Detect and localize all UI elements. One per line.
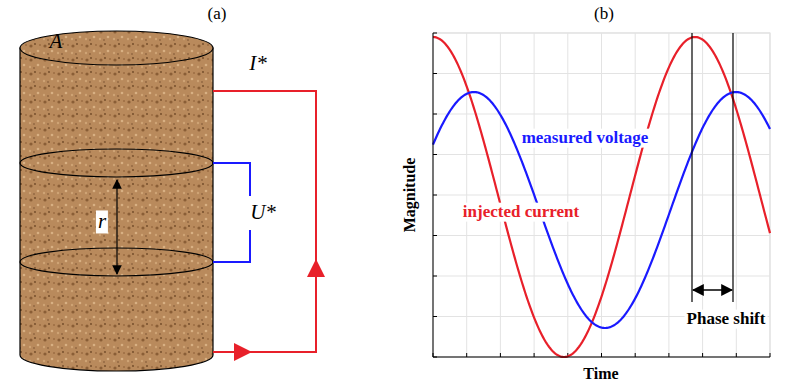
phase-label: Phase shift	[685, 310, 768, 329]
current-curve	[433, 37, 770, 357]
tick	[702, 353, 703, 357]
grid-line	[433, 276, 770, 277]
grid-line	[433, 235, 770, 236]
tick	[433, 33, 437, 34]
voltage-wire	[213, 163, 250, 262]
axis-title: Time	[583, 365, 618, 383]
marker-line	[691, 33, 692, 302]
tick	[635, 353, 636, 357]
panel-label: (b)	[594, 5, 614, 24]
distance-label: r	[96, 210, 108, 233]
grid-line	[433, 114, 770, 115]
tick	[433, 276, 437, 277]
marker-line	[732, 33, 733, 302]
dimension-arrow	[116, 180, 117, 274]
tick	[736, 353, 737, 357]
tick	[433, 114, 437, 115]
area-label: A	[50, 30, 63, 53]
tick	[534, 353, 535, 357]
current-wire	[213, 91, 316, 352]
tick	[433, 316, 437, 317]
voltage-label: U*	[250, 201, 276, 224]
grid-line	[433, 195, 770, 196]
phase-arrow	[693, 289, 732, 291]
series-label: measured voltage	[520, 129, 651, 148]
grid-line	[433, 154, 770, 155]
current-label: I*	[249, 52, 267, 75]
sample-cylinder	[20, 31, 213, 371]
panel-label: (a)	[208, 5, 227, 24]
grid-line	[433, 357, 770, 358]
tick	[770, 353, 771, 357]
grid-line	[433, 33, 434, 357]
tick	[433, 73, 437, 74]
series-label: injected current	[461, 203, 581, 222]
tick	[433, 154, 437, 155]
tick	[668, 353, 669, 357]
tick	[433, 195, 437, 196]
axis-title: Magnitude	[401, 158, 419, 233]
voltage-curve	[433, 92, 770, 328]
plot-area	[433, 33, 770, 357]
tick	[601, 353, 602, 357]
tick	[466, 353, 467, 357]
grid-line	[433, 73, 770, 74]
grid-line	[433, 33, 770, 34]
tick	[433, 235, 437, 236]
tick	[500, 353, 501, 357]
